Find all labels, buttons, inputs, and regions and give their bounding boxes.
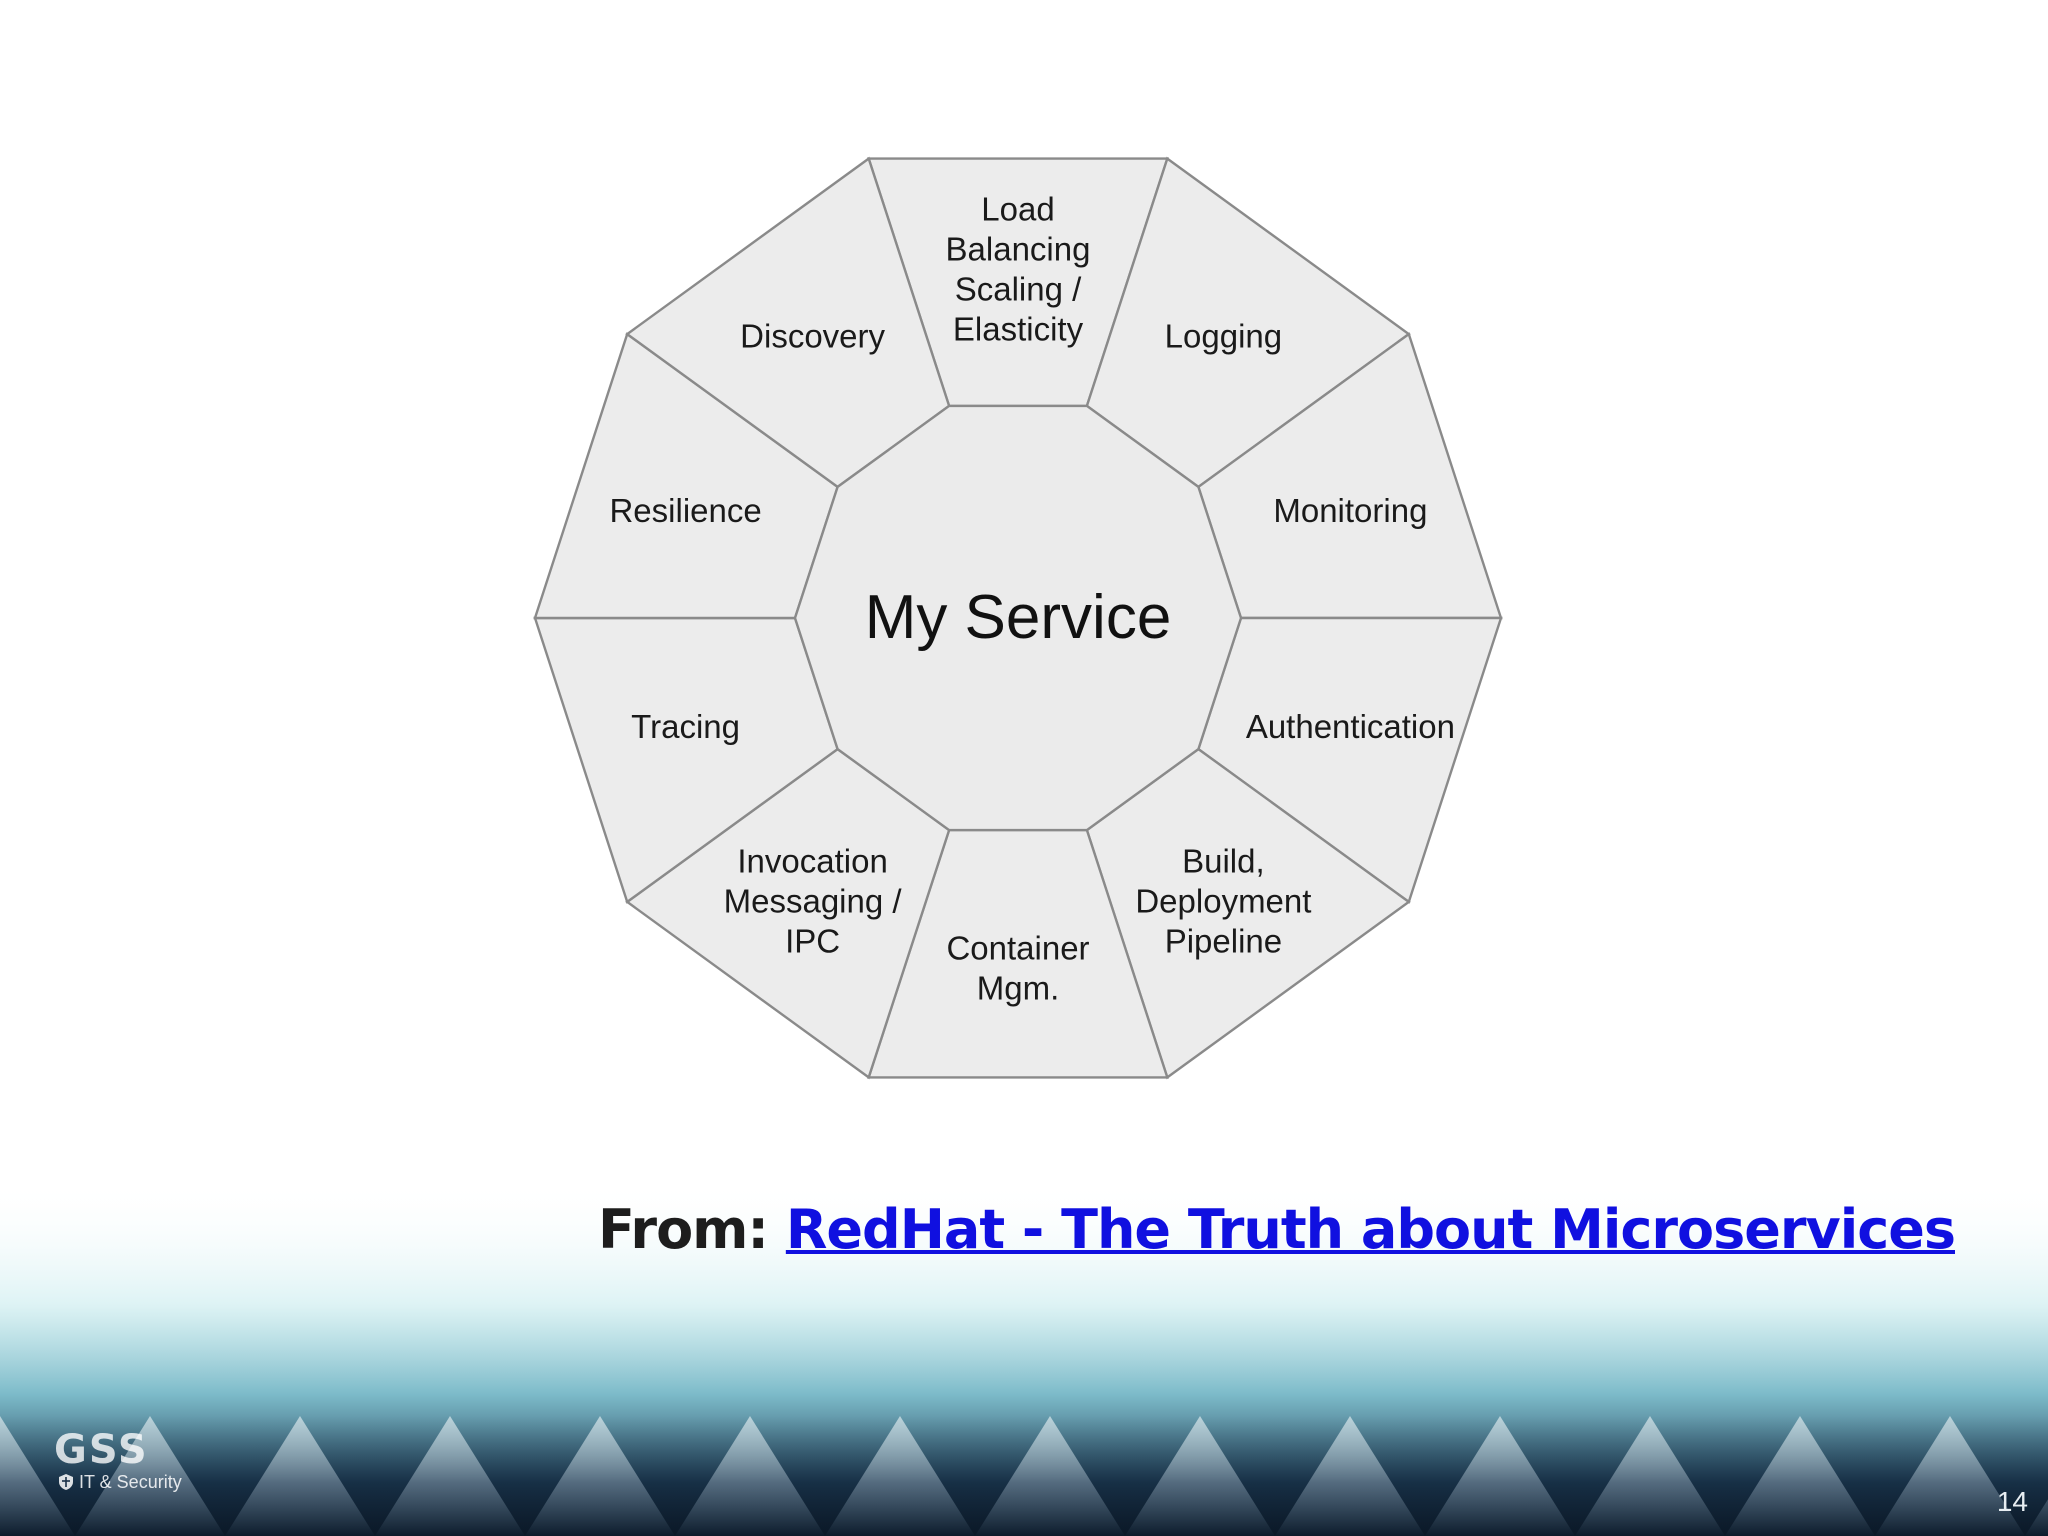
decorative-triangle xyxy=(0,1416,150,1536)
decorative-triangle xyxy=(1950,1416,2048,1536)
decorative-triangle xyxy=(900,1416,1050,1536)
segment-label-tracing: Tracing xyxy=(631,708,740,745)
decorative-triangle xyxy=(2025,1499,2048,1536)
decorative-triangle xyxy=(600,1416,750,1536)
decorative-triangle xyxy=(1200,1416,1350,1536)
segment-label-line: Scaling / xyxy=(955,271,1082,308)
logo-text: GSS xyxy=(54,1427,149,1473)
segment-label-discovery: Discovery xyxy=(740,317,885,354)
segment-label-line: Load xyxy=(981,191,1054,228)
segment-label-line: Resilience xyxy=(609,492,761,529)
segment-label-line: Messaging / xyxy=(724,883,903,920)
center-my-service xyxy=(793,404,1243,832)
decorative-triangle xyxy=(1800,1416,1950,1536)
decorative-triangle xyxy=(525,1416,675,1536)
segment-label-line: Tracing xyxy=(631,708,740,745)
decorative-triangle xyxy=(75,1416,225,1536)
decorative-triangle xyxy=(1725,1416,1875,1536)
decorative-triangle xyxy=(1050,1416,1200,1536)
decorative-triangle xyxy=(1650,1416,1800,1536)
segment-label-line: Monitoring xyxy=(1273,492,1427,529)
company-logo: GSS IT & Security xyxy=(54,1427,214,1493)
decorative-triangle xyxy=(675,1416,825,1536)
decorative-triangle xyxy=(1500,1416,1650,1536)
segment-label-line: Deployment xyxy=(1135,883,1311,920)
source-citation: From: RedHat - The Truth about Microserv… xyxy=(598,1198,1998,1261)
decorative-triangle xyxy=(1350,1416,1500,1536)
decorative-triangle xyxy=(375,1416,525,1536)
decorative-triangle xyxy=(225,1416,375,1536)
center-label: My Service xyxy=(865,583,1172,652)
source-link[interactable]: RedHat - The Truth about Microservices xyxy=(785,1198,1956,1261)
page-number: 14 xyxy=(1996,1486,2028,1517)
decorative-triangle xyxy=(750,1416,900,1536)
segment-label-authentication: Authentication xyxy=(1246,708,1455,745)
decorative-triangle xyxy=(1425,1416,1575,1536)
segment-label-line: IPC xyxy=(785,923,840,960)
shield-icon xyxy=(59,1474,73,1490)
decorative-triangle xyxy=(1575,1416,1725,1536)
decorative-triangle xyxy=(450,1416,600,1536)
segment-label-line: Discovery xyxy=(740,317,885,354)
segment-label-line: Mgm. xyxy=(977,970,1060,1007)
decorative-triangle xyxy=(1275,1416,1425,1536)
decorative-triangle xyxy=(1875,1416,2025,1536)
decorative-triangle xyxy=(300,1416,450,1536)
source-prefix: From: xyxy=(598,1198,786,1261)
decorative-triangle xyxy=(975,1416,1125,1536)
segment-label-line: Elasticity xyxy=(953,311,1084,348)
segment-label-resilience: Resilience xyxy=(609,492,761,529)
decorative-triangle xyxy=(150,1416,300,1536)
segment-label-line: Build, xyxy=(1182,843,1265,880)
logo-subtitle-text: IT & Security xyxy=(79,1472,182,1492)
segment-label-line: Invocation xyxy=(737,843,887,880)
segment-label-line: Balancing xyxy=(946,231,1091,268)
segment-label-line: Authentication xyxy=(1246,708,1455,745)
logo-subtitle: IT & Security xyxy=(58,1472,182,1493)
segment-label-monitoring: Monitoring xyxy=(1273,492,1427,529)
decorative-triangle xyxy=(1125,1416,1275,1536)
segment-label-line: Container xyxy=(946,930,1089,967)
segment-label-line: Logging xyxy=(1165,317,1282,354)
segment-label-logging: Logging xyxy=(1165,317,1282,354)
segment-label-line: Pipeline xyxy=(1165,923,1282,960)
decorative-triangle xyxy=(825,1416,975,1536)
